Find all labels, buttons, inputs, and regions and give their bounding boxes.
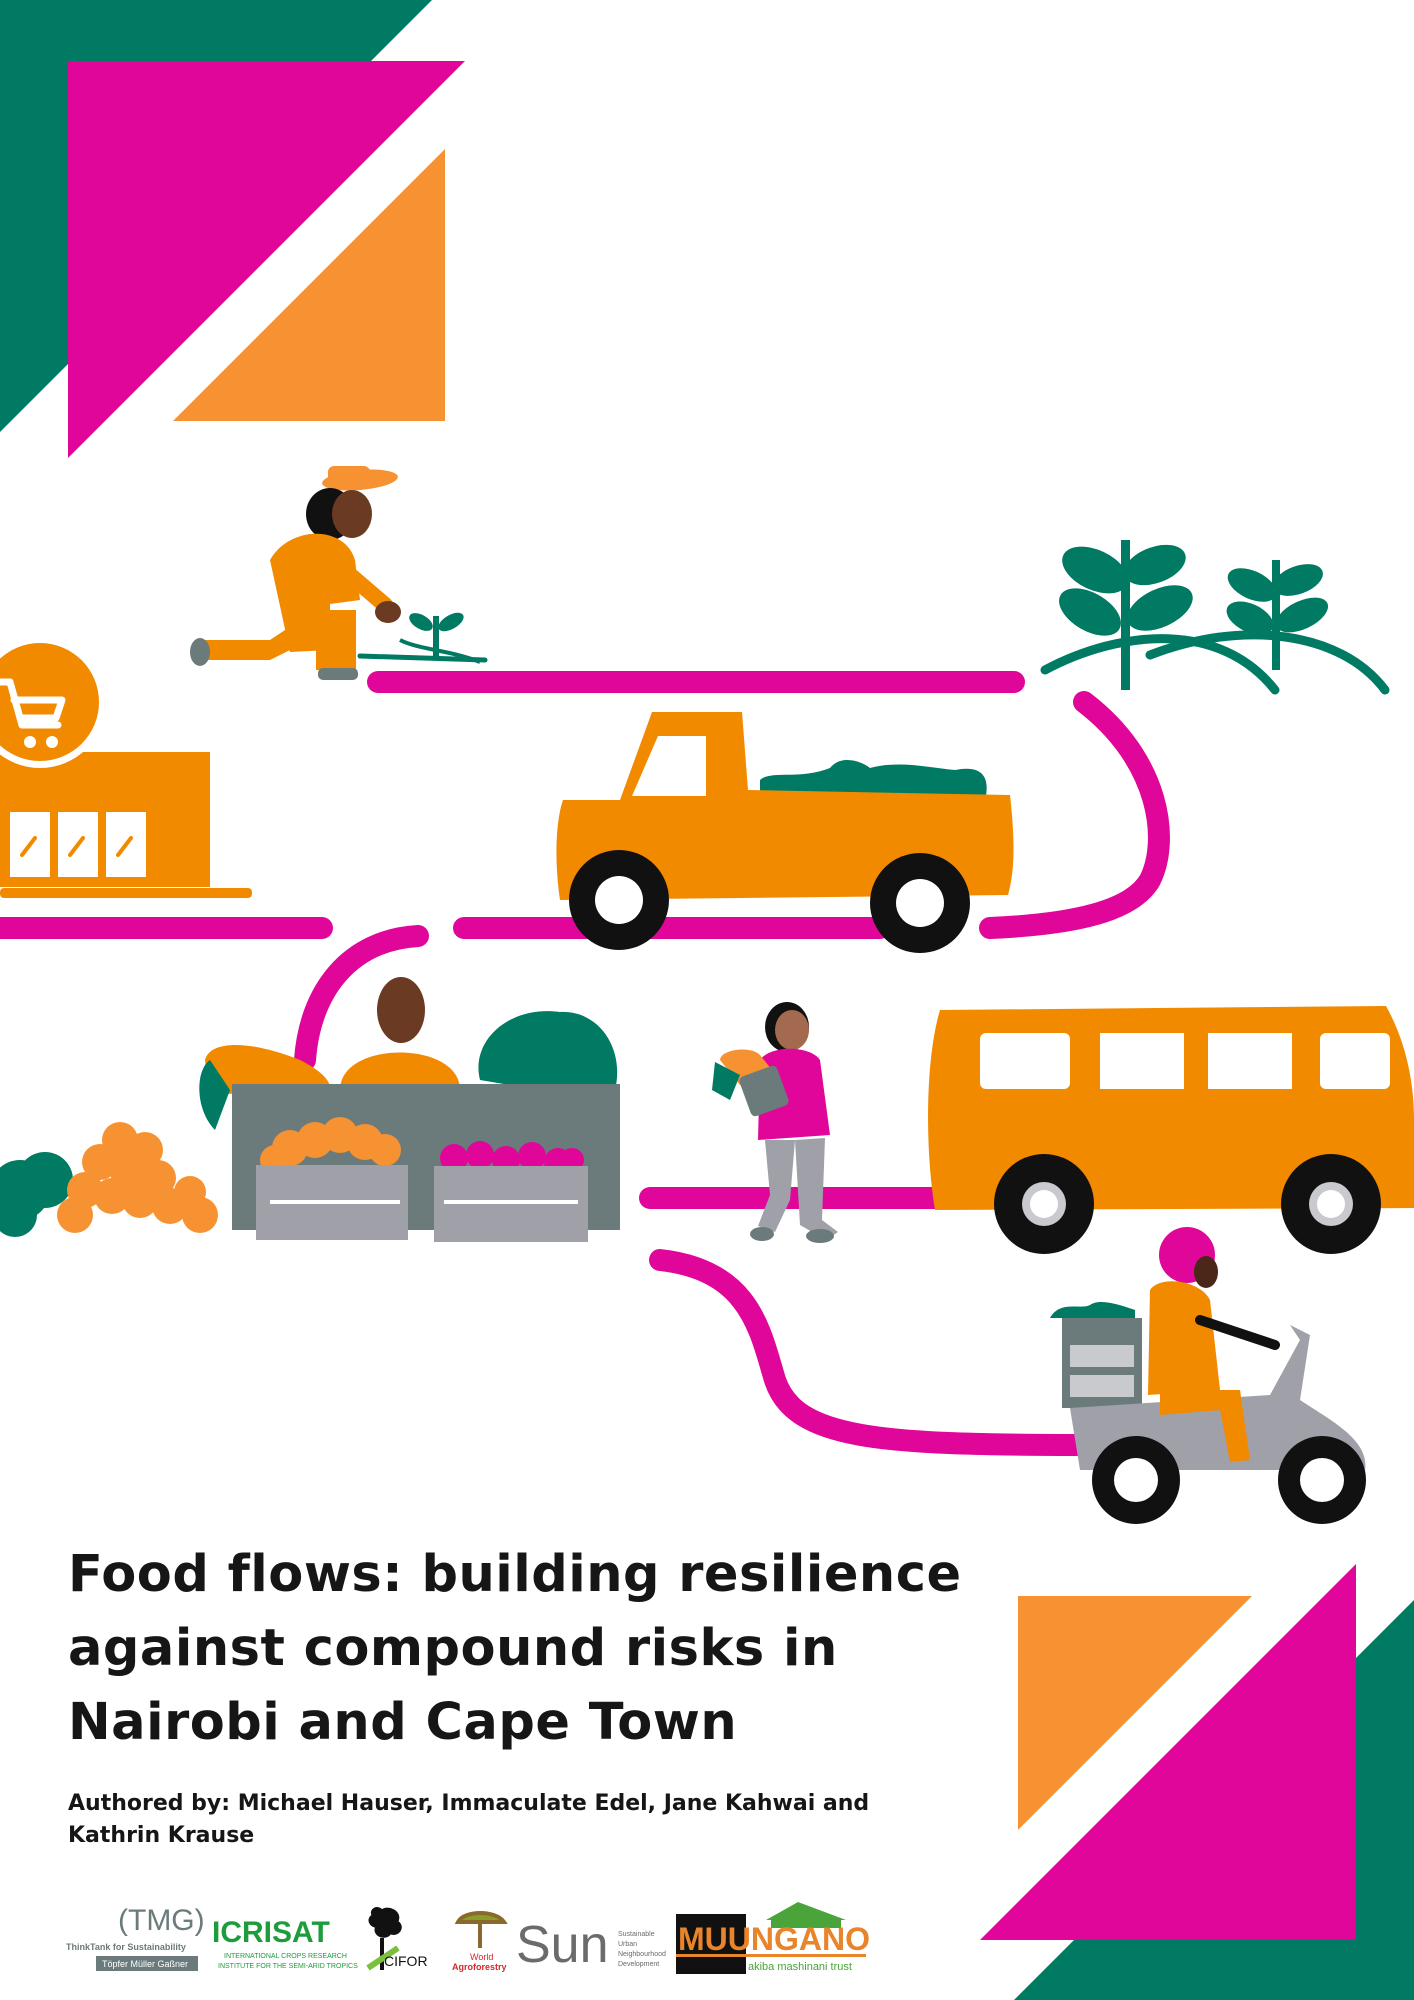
minibus-icon [928,1006,1414,1254]
sun-mark: Sun [516,1916,609,1974]
sun-line-4: Development [618,1961,659,1968]
icrisat-logo: ICRISAT INTERNATIONAL CROPS RESEARCH INS… [212,1916,358,1970]
scooter-rider-icon [1050,1227,1366,1524]
tmg-logo: (TMG) ThinkTank for Sustainability Töpfe… [66,1904,205,1971]
muungano-name: MUUNGANO [678,1921,870,1957]
farmer-icon [190,466,401,680]
sun-line-2: Urban [618,1941,637,1948]
authors-line-2: Kathrin Krause [68,1823,255,1848]
shopping-cart-icon [0,678,66,729]
partner-logos: (TMG) ThinkTank for Sustainability Töpfe… [66,1898,886,1974]
plant-icon [1040,540,1390,695]
icrisat-name: ICRISAT [212,1916,330,1949]
tmg-name: Töpfer Müller Gaßner [102,1959,188,1969]
icrisat-line-1: INTERNATIONAL CROPS RESEARCH [224,1953,347,1960]
world-agroforestry-line-1: World [470,1952,493,1962]
shopper-icon [712,1002,838,1243]
world-agroforestry-line-2: Agroforestry [452,1962,507,1972]
report-title-line-1: Food flows: building resilience [68,1545,962,1604]
muungano-tagline: akiba mashinani trust [748,1961,852,1973]
authors-line-1: Authored by: Michael Hauser, Immaculate … [68,1791,870,1816]
muungano-logo: MUUNGANO akiba mashinani trust [676,1902,870,1974]
tree-icon [368,1907,402,1970]
tmg-tagline: ThinkTank for Sustainability [66,1942,186,1952]
world-agroforestry-logo: World Agroforestry [452,1911,508,1972]
food-flows-illustration [0,466,1414,1524]
supermarket-icon [0,636,252,898]
icrisat-line-2: INSTITUTE FOR THE SEMI-ARID TROPICS [218,1963,358,1970]
report-title-line-2: against compound risks in [68,1619,838,1678]
report-title-line-3: Nairobi and Cape Town [68,1693,738,1752]
pickup-truck-icon [556,712,1014,953]
cifor-name: CIFOR [384,1953,428,1969]
tmg-mark: (TMG) [118,1904,205,1937]
sun-logo: Sun Sustainable Urban Neighbourhood Deve… [516,1916,666,1974]
plant-icon [357,612,488,664]
report-title: Food flows: building resilience against … [68,1538,968,1760]
house-icon [766,1902,846,1928]
flow-roads [0,671,1170,1456]
authors-byline: Authored by: Michael Hauser, Immaculate … [68,1788,928,1852]
sun-line-1: Sustainable [618,1931,655,1938]
corner-decoration-top-left [0,0,465,458]
sun-line-3: Neighbourhood [618,1951,666,1958]
market-stall-icon [0,977,620,1242]
cifor-logo: CIFOR [366,1907,428,1971]
tree-icon [454,1911,508,1948]
